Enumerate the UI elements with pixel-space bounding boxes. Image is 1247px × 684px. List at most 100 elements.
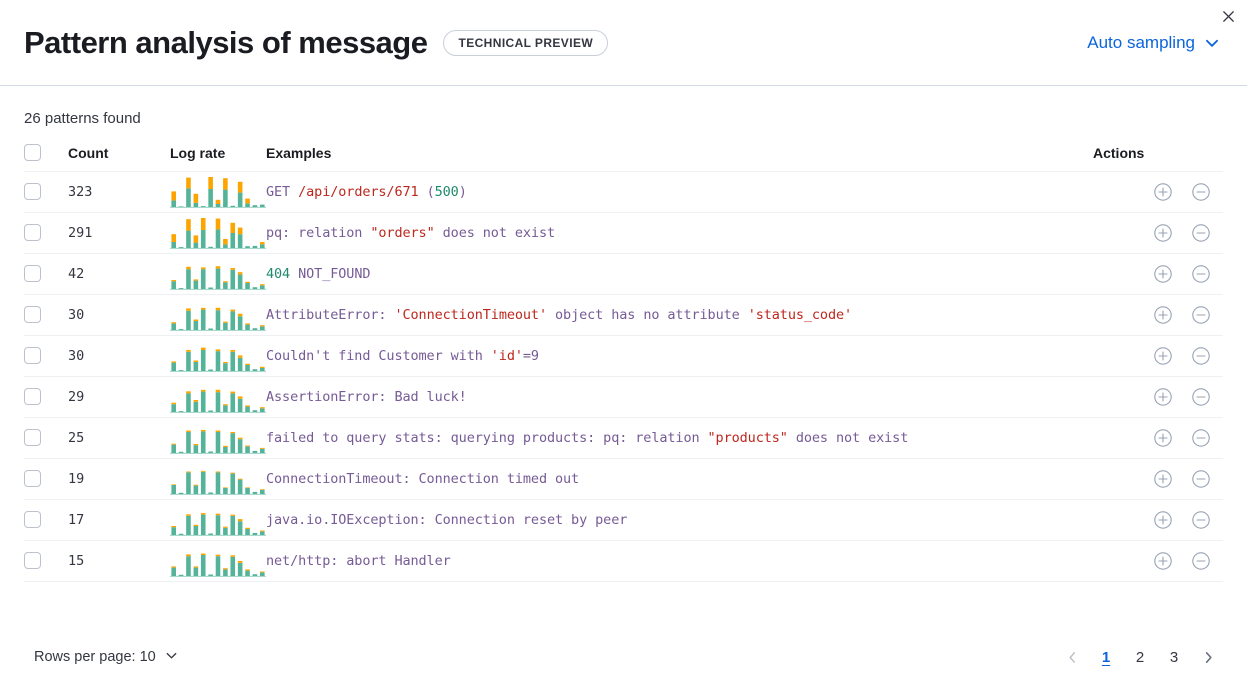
row-select-cell — [24, 417, 68, 459]
example-cell: GET /api/orders/671 (500) — [266, 171, 1093, 213]
row-checkbox[interactable] — [24, 511, 41, 529]
example-text: pq: relation "orders" does not exist — [266, 224, 556, 241]
title-group: Pattern analysis of message TECHNICAL PR… — [24, 27, 1087, 58]
page-number-1[interactable]: 1 — [1101, 648, 1111, 666]
row-checkbox[interactable] — [24, 183, 41, 201]
circle-minus-icon[interactable] — [1191, 182, 1211, 202]
count-value: 19 — [68, 470, 85, 487]
actions-cell — [1093, 335, 1223, 377]
example-text: java.io.IOException: Connection reset by… — [266, 511, 628, 528]
count-cell: 30 — [68, 294, 170, 336]
example-text: net/http: abort Handler — [266, 552, 451, 569]
row-actions — [1093, 387, 1223, 407]
circle-plus-icon[interactable] — [1153, 264, 1173, 284]
select-all-checkbox[interactable] — [24, 143, 41, 161]
circle-minus-icon[interactable] — [1191, 387, 1211, 407]
count-value: 291 — [68, 224, 93, 241]
row-checkbox[interactable] — [24, 552, 41, 570]
example-cell: ConnectionTimeout: Connection timed out — [266, 458, 1093, 500]
page-number-3[interactable]: 3 — [1169, 648, 1179, 666]
count-cell: 29 — [68, 376, 170, 418]
circle-plus-icon[interactable] — [1153, 469, 1173, 489]
table-row[interactable]: 17 java.io.IOException: Connection reset … — [24, 499, 1223, 541]
count-cell: 15 — [68, 540, 170, 582]
page-numbers: 1 2 3 — [1091, 642, 1189, 672]
example-cell: 404 NOT_FOUND — [266, 253, 1093, 295]
log-rate-sparkline — [170, 265, 266, 290]
circle-plus-icon[interactable] — [1153, 387, 1173, 407]
circle-minus-icon[interactable] — [1191, 469, 1211, 489]
circle-plus-icon[interactable] — [1153, 510, 1173, 530]
row-checkbox[interactable] — [24, 347, 41, 365]
row-checkbox[interactable] — [24, 306, 41, 324]
row-checkbox[interactable] — [24, 224, 41, 242]
circle-minus-icon[interactable] — [1191, 223, 1211, 243]
row-actions — [1093, 551, 1223, 571]
column-examples[interactable]: Examples — [266, 143, 1093, 172]
circle-plus-icon[interactable] — [1153, 182, 1173, 202]
table-footer: Rows per page: 10 1 2 3 — [0, 630, 1247, 684]
pagination: 1 2 3 — [1057, 642, 1223, 672]
page-number-2[interactable]: 2 — [1135, 648, 1145, 666]
circle-minus-icon[interactable] — [1191, 428, 1211, 448]
actions-cell — [1093, 212, 1223, 254]
example-text: AssertionError: Bad luck! — [266, 388, 467, 405]
actions-cell — [1093, 499, 1223, 541]
log-rate-sparkline — [170, 389, 266, 413]
example-cell: Couldn't find Customer with 'id'=9 — [266, 335, 1093, 377]
row-select-cell — [24, 212, 68, 254]
auto-sampling-label: Auto sampling — [1087, 32, 1195, 52]
circle-minus-icon[interactable] — [1191, 551, 1211, 571]
chevron-left-icon[interactable] — [1057, 642, 1087, 672]
table-row[interactable]: 291 pq: relation "orders" does not exist — [24, 212, 1223, 254]
actions-cell — [1093, 458, 1223, 500]
column-log-rate[interactable]: Log rate — [170, 143, 266, 172]
circle-minus-icon[interactable] — [1191, 346, 1211, 366]
row-actions — [1093, 469, 1223, 489]
count-value: 42 — [68, 265, 85, 282]
rows-per-page-button[interactable]: Rows per page: 10 — [24, 648, 179, 667]
count-cell: 42 — [68, 253, 170, 295]
table-row[interactable]: 29 AssertionError: Bad luck! — [24, 376, 1223, 418]
log-rate-sparkline — [170, 217, 266, 249]
example-cell: java.io.IOException: Connection reset by… — [266, 499, 1093, 541]
example-text: Couldn't find Customer with 'id'=9 — [266, 347, 539, 364]
row-checkbox[interactable] — [24, 470, 41, 488]
log-rate-cell — [170, 253, 266, 295]
page-title: Pattern analysis of message — [24, 25, 428, 60]
row-select-cell — [24, 499, 68, 541]
column-count[interactable]: Count — [68, 143, 170, 172]
close-icon[interactable] — [1215, 3, 1241, 29]
count-cell: 17 — [68, 499, 170, 541]
table-row[interactable]: 15 net/http: abort Handler — [24, 540, 1223, 582]
auto-sampling-button[interactable]: Auto sampling — [1087, 33, 1221, 53]
circle-plus-icon[interactable] — [1153, 346, 1173, 366]
circle-plus-icon[interactable] — [1153, 305, 1173, 325]
log-rate-sparkline — [170, 347, 266, 372]
row-checkbox[interactable] — [24, 265, 41, 283]
log-rate-cell — [170, 335, 266, 377]
circle-minus-icon[interactable] — [1191, 264, 1211, 284]
table-row[interactable]: 19 ConnectionTimeout: Connection timed ou… — [24, 458, 1223, 500]
circle-minus-icon[interactable] — [1191, 510, 1211, 530]
circle-plus-icon[interactable] — [1153, 551, 1173, 571]
circle-plus-icon[interactable] — [1153, 428, 1173, 448]
chevron-down-icon — [164, 648, 179, 667]
row-select-cell — [24, 458, 68, 500]
circle-plus-icon[interactable] — [1153, 223, 1173, 243]
table-row[interactable]: 42 404 NOT_FOUND — [24, 253, 1223, 295]
example-cell: net/http: abort Handler — [266, 540, 1093, 582]
row-checkbox[interactable] — [24, 388, 41, 406]
count-cell: 25 — [68, 417, 170, 459]
row-checkbox[interactable] — [24, 429, 41, 447]
chevron-right-icon[interactable] — [1193, 642, 1223, 672]
circle-minus-icon[interactable] — [1191, 305, 1211, 325]
actions-cell — [1093, 417, 1223, 459]
flyout-body: 26 patterns found Count Log rate Example… — [0, 86, 1247, 582]
